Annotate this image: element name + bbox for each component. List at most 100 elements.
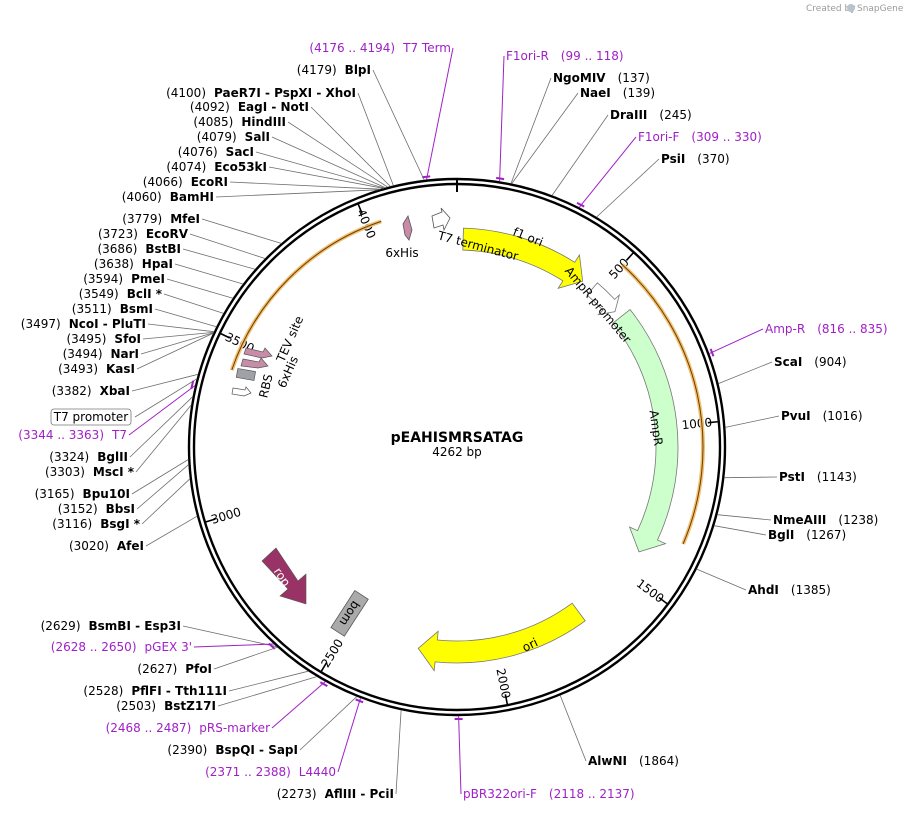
t7-name: T7 [111, 428, 127, 442]
site-bstbi: BstBI(3686) [97, 242, 256, 270]
pmei-connector [166, 278, 234, 299]
site-prs-marker: pRS-marker(2468 .. 2487) [106, 681, 328, 735]
scai-position: (904) [814, 355, 846, 369]
snapgene-credit: Created by SnapGene [806, 4, 904, 14]
pflfi-tth111i-name: PflFI - Tth111I [131, 684, 227, 698]
ngomiv-position: (137) [618, 71, 650, 85]
bpu10i-name: Bpu10I [83, 487, 130, 501]
pfoi-name: PfoI [185, 662, 212, 676]
scale-tick [320, 662, 328, 672]
ecorv-name: EcoRV [146, 227, 189, 241]
prs-marker-connector [271, 681, 326, 729]
site-hindiii: HindIII(4085) [193, 115, 388, 188]
nmeaiii-connector [717, 514, 772, 521]
f1ori-r-primer-mark [496, 176, 505, 181]
scai-connector [718, 361, 773, 384]
f1ori-r-connector [499, 55, 505, 182]
site-ngomiv: NgoMIV(137) [510, 71, 650, 184]
pvui-position: (1016) [823, 409, 863, 423]
scale-tick-label: 1500 [634, 576, 667, 605]
psti-connector [724, 476, 778, 479]
t7-position: (3344 .. 3363) [18, 428, 104, 442]
bstz17i-name: BstZ17I [164, 699, 216, 713]
l4440-position: (2371 .. 2388) [205, 765, 291, 779]
blpi-position: (4179) [297, 63, 337, 77]
bamhi-position: (4060) [122, 190, 162, 204]
psii-name: PsiI [661, 152, 685, 166]
site-pbr322ori-f: pBR322ori-F(2118 .. 2137) [454, 715, 635, 801]
site-scai: ScaI(904) [718, 355, 847, 384]
prs-marker-name: pRS-marker [199, 721, 270, 735]
t7-promoter-feature [231, 386, 252, 397]
f1ori-r-name: F1ori-R [506, 49, 549, 63]
sali-position: (4079) [197, 130, 237, 144]
rbs-feature [235, 368, 256, 381]
t7-primer-mark [190, 380, 195, 389]
sfoi-connector [142, 332, 214, 340]
msci-position: (3303) [45, 465, 85, 479]
sali-name: SalI [245, 130, 270, 144]
naei-connector [511, 92, 579, 184]
bsgi-name: BsgI * [100, 517, 141, 531]
bspqi-sapi-name: BspQI - SapI [215, 743, 298, 757]
draiii-name: DraIII [610, 108, 647, 122]
nmeaiii-name: NmeAIII [773, 513, 826, 527]
pmei-name: PmeI [131, 272, 165, 286]
f1ori-f-name: F1ori-F [638, 130, 679, 144]
site-pvui: PvuI(1016) [725, 409, 863, 428]
scale-tick-label: 1000 [681, 415, 713, 432]
pgex-3-name: pGEX 3' [145, 640, 192, 654]
site-nmeaiii: NmeAIII(1238) [717, 513, 878, 527]
f1-ori-feature [462, 227, 584, 289]
t7-term-primer-mark [422, 175, 431, 179]
ncoi-pluti-position: (3497) [21, 317, 61, 331]
site-mfei: MfeI(3779) [122, 212, 282, 244]
site-nari: NarI(3494) [63, 332, 214, 361]
ori-feature [417, 602, 586, 672]
site-bamhi: BamHI(4060) [122, 189, 379, 204]
saci-name: SacI [226, 145, 254, 159]
site-bsmi: BsmI(3511) [72, 302, 217, 328]
orf-arc-ampr [622, 264, 704, 545]
bcli-position: (3549) [79, 287, 119, 301]
f1ori-f-position: (309 .. 330) [691, 130, 761, 144]
bsgi-position: (3116) [52, 517, 92, 531]
bglii-name: BglII [97, 450, 128, 464]
site-labels: F1ori-R(99 .. 118)NgoMIV(137)NaeI(139)Dr… [18, 41, 887, 801]
ncoi-pluti-connector [147, 323, 215, 333]
pmei-position: (3594) [83, 272, 123, 286]
nari-connector [140, 332, 214, 355]
bstz17i-position: (2503) [116, 699, 156, 713]
site-bbsi: BbsI(3152) [58, 464, 189, 516]
site-eagi-noti: EagI - NotI(4092) [190, 100, 391, 187]
orf-arc-insert [231, 220, 382, 371]
psti-name: PstI [779, 470, 805, 484]
site-saci: SacI(4076) [178, 145, 385, 189]
f1ori-f-connector [578, 136, 637, 208]
site-afei: AfeI(3020) [69, 515, 198, 553]
psii-connector [596, 158, 660, 218]
site-f1ori-f: F1ori-F (309 .. 330) [576, 130, 762, 208]
blpi-name: BlpI [345, 63, 371, 77]
site-bpu10i: Bpu10I(3165) [35, 459, 189, 501]
site-bcli: BclI * (3549) [79, 287, 224, 314]
bcli-name: BclI * [127, 287, 163, 301]
scale-tick [357, 204, 363, 214]
bstbi-connector [182, 248, 256, 270]
site-ecorv: EcoRV(3723) [98, 227, 266, 259]
bpu10i-connector [131, 459, 189, 495]
site-bgli: BglI(1267) [714, 525, 846, 542]
site-bglii: BglII(3324) [49, 396, 193, 464]
amp-r-primer-mark [709, 348, 715, 357]
eagi-noti-position: (4092) [190, 100, 230, 114]
ampr-feature [612, 308, 679, 553]
scale-tick-label: 2000 [493, 667, 513, 700]
scale-tick-label: 2500 [318, 637, 346, 670]
t7-connector [128, 385, 196, 436]
credit-text: Created by [806, 4, 856, 14]
site-paer7i-pspxi-xhoi: PaeR7I - PspXI - XhoI(4100) [166, 86, 394, 186]
scale-tick [625, 252, 634, 261]
msci-name: MscI * [93, 465, 135, 479]
bstz17i-connector [217, 676, 317, 707]
